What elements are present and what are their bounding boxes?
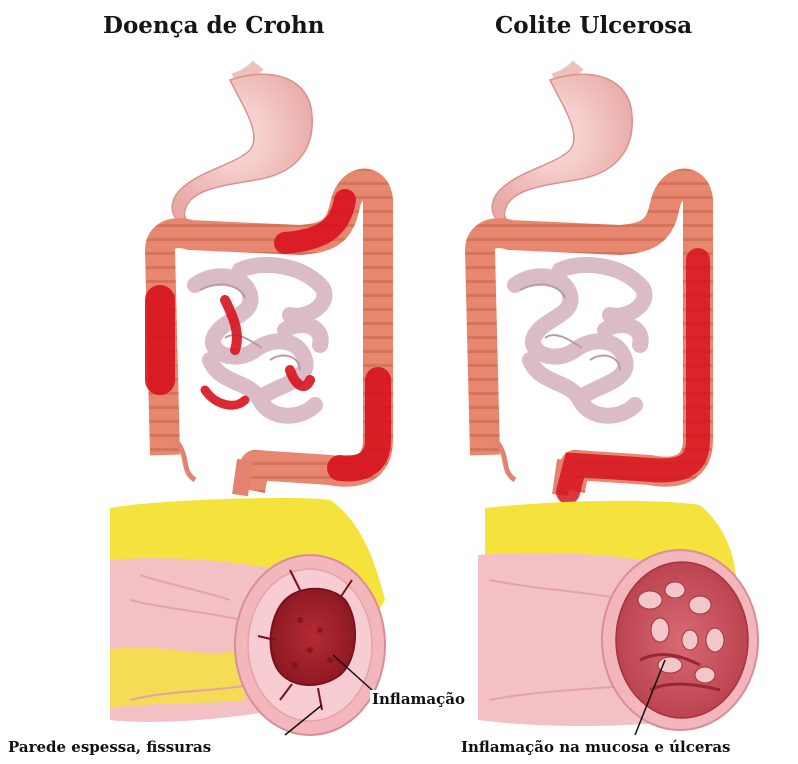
stomach — [172, 74, 312, 227]
crohn-caption: Parede espessa, fissuras — [8, 738, 211, 756]
colitis-cross-section — [478, 501, 758, 735]
small-intestine — [515, 265, 645, 416]
small-intestine — [195, 265, 325, 416]
crohn-cross-section — [110, 498, 385, 735]
appendix — [175, 440, 195, 480]
appendix — [495, 440, 515, 480]
colitis-digestive-tract — [480, 65, 698, 495]
colitis-caption: Inflamação na mucosa e úlceras — [461, 738, 730, 756]
colitis-inflamed-region — [568, 260, 698, 492]
rectum — [240, 460, 245, 495]
crohn-digestive-tract — [160, 65, 378, 495]
stomach — [492, 74, 632, 227]
inflammation-label: Inflamação — [370, 690, 467, 708]
crohn-lumen — [271, 589, 355, 685]
